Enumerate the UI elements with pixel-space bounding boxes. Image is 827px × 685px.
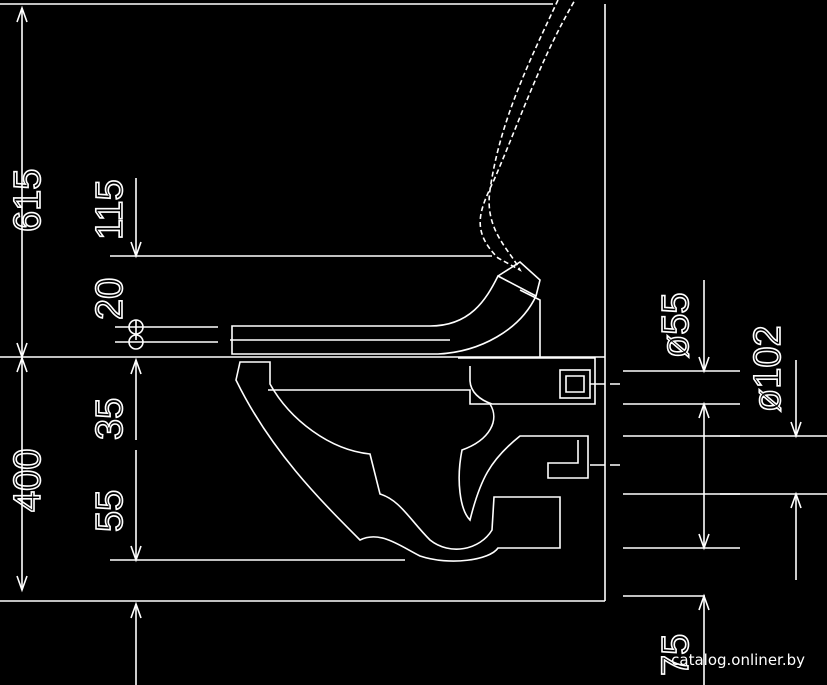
wall-line <box>0 3 606 602</box>
watermark: catalog.onliner.by <box>671 651 805 669</box>
label-115: 115 <box>89 179 131 240</box>
label-o102: ø102 <box>747 325 789 412</box>
total-height-dimension <box>16 5 28 593</box>
toilet-bowl <box>235 361 561 562</box>
label-75: 75 <box>655 634 697 676</box>
toilet-seat <box>230 274 538 355</box>
pipe-diameter-dimensions <box>623 280 827 685</box>
label-20: 20 <box>89 278 131 320</box>
toilet-lid <box>479 0 576 272</box>
pipe-fitting <box>559 369 620 466</box>
label-o55: ø55 <box>655 293 697 358</box>
label-615: 615 <box>7 169 49 232</box>
label-55: 55 <box>89 490 131 532</box>
label-35: 35 <box>89 398 131 440</box>
seat-gap-dimension <box>110 178 492 685</box>
label-400: 400 <box>7 449 49 512</box>
